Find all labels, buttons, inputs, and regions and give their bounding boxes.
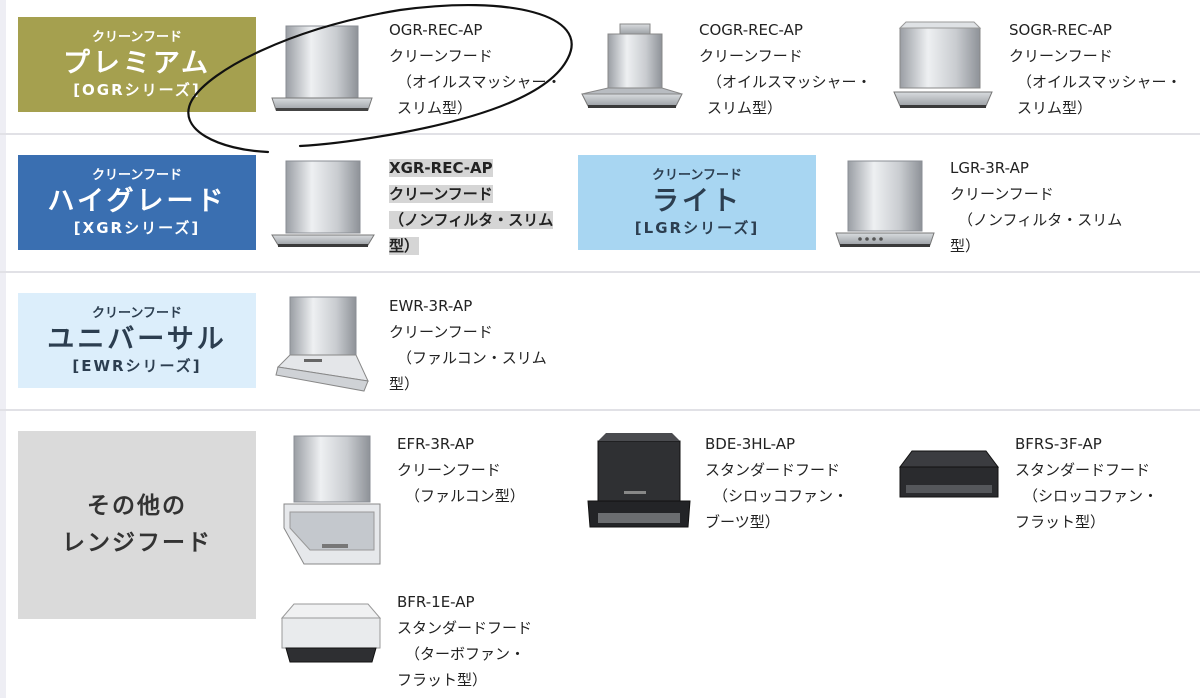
product-desc: （オイルスマッシャー・: [397, 73, 562, 91]
product-desc: （オイルスマッシャー・: [1017, 73, 1182, 91]
product-model: EFR-3R-AP: [397, 435, 475, 453]
series-banner-ewr-universal[interactable]: クリーンフード ユニバーサル [EWRシリーズ]: [18, 293, 256, 388]
product-model: OGR-REC-AP: [389, 21, 483, 39]
range-hood-bfrs-3f-image[interactable]: [894, 445, 1004, 515]
product-bfrs-3f-ap[interactable]: BFRS-3F-AP スタンダードフード （シロッコファン・ フラット型）: [1015, 431, 1158, 535]
series-banner-xgr-highgrade[interactable]: クリーンフード ハイグレード [XGRシリーズ]: [18, 155, 256, 250]
product-model: SOGR-REC-AP: [1009, 21, 1112, 39]
product-type: スタンダードフード: [705, 461, 841, 479]
range-hood-efr-3r-image[interactable]: [276, 432, 386, 567]
product-type: クリーンフード: [1009, 47, 1113, 65]
product-type: クリーンフード: [397, 461, 501, 479]
product-desc: スリム型）: [1017, 99, 1093, 117]
product-cogr-rec-ap[interactable]: COGR-REC-AP クリーンフード （オイルスマッシャー・ スリム型）: [699, 17, 872, 121]
range-hood-xgr-rec-image[interactable]: [268, 155, 378, 255]
product-model: BDE-3HL-AP: [705, 435, 796, 453]
product-sogr-rec-ap[interactable]: SOGR-REC-AP クリーンフード （オイルスマッシャー・ スリム型）: [1009, 17, 1182, 121]
product-efr-3r-ap[interactable]: EFR-3R-AP クリーンフード （ファルコン型）: [397, 431, 525, 509]
series-code: [EWRシリーズ]: [72, 356, 202, 375]
product-model: EWR-3R-AP: [389, 297, 473, 315]
series-category-label: クリーンフード: [92, 168, 182, 184]
series-category-label: クリーンフード: [92, 306, 182, 322]
product-desc: （ファルコン・スリム: [397, 349, 547, 367]
range-hood-bde-3hl-image[interactable]: [584, 431, 694, 531]
series-name: ライト: [652, 185, 742, 217]
series-banner-ogr-premium[interactable]: クリーンフード プレミアム [OGRシリーズ]: [18, 17, 256, 112]
series-code: [XGRシリーズ]: [73, 218, 201, 237]
product-type: スタンダードフード: [1015, 461, 1151, 479]
product-type: クリーンフード: [699, 47, 803, 65]
product-model: COGR-REC-AP: [699, 21, 803, 39]
row-divider: [0, 271, 1200, 273]
product-desc: 型）: [389, 375, 420, 393]
product-type: クリーンフード: [389, 323, 493, 341]
range-hood-ogr-rec-image[interactable]: [268, 18, 378, 118]
series-name-line2: レンジフード: [62, 530, 212, 556]
product-bfr-1e-ap[interactable]: BFR-1E-AP スタンダードフード （ターボファン・ フラット型）: [397, 589, 532, 693]
row-divider: [0, 133, 1200, 135]
product-desc: （ファルコン型）: [405, 487, 525, 505]
product-type: クリーンフード: [389, 185, 493, 203]
series-code: [OGRシリーズ]: [73, 80, 201, 99]
product-type: スタンダードフード: [397, 619, 533, 637]
product-desc: （シロッコファン・: [1023, 487, 1159, 505]
series-banner-other-range-hoods[interactable]: その他の レンジフード: [18, 431, 256, 619]
range-hood-cogr-rec-image[interactable]: [578, 18, 688, 118]
product-type: クリーンフード: [389, 47, 493, 65]
product-xgr-rec-ap[interactable]: XGR-REC-AP クリーンフード （ノンフィルタ・スリム 型）: [389, 155, 554, 259]
series-banner-lgr-light[interactable]: クリーンフード ライト [LGRシリーズ]: [578, 155, 816, 250]
row-divider: [0, 409, 1200, 411]
range-hood-sogr-rec-image[interactable]: [888, 18, 998, 118]
product-desc: 型）: [950, 237, 981, 255]
range-hood-bfr-1e-image[interactable]: [276, 600, 386, 670]
series-category-label: クリーンフード: [92, 30, 182, 46]
left-edge-strip: [0, 0, 6, 698]
series-name: プレミアム: [62, 47, 212, 79]
range-hood-ewr-3r-image[interactable]: [268, 293, 378, 398]
product-ewr-3r-ap[interactable]: EWR-3R-AP クリーンフード （ファルコン・スリム 型）: [389, 293, 547, 397]
product-model: BFRS-3F-AP: [1015, 435, 1102, 453]
product-desc: スリム型）: [707, 99, 783, 117]
product-desc: （ノンフィルタ・スリム: [958, 211, 1123, 229]
product-desc: 型）: [389, 237, 420, 255]
product-lgr-3r-ap[interactable]: LGR-3R-AP クリーンフード （ノンフィルタ・スリム 型）: [950, 155, 1122, 259]
product-desc: スリム型）: [397, 99, 473, 117]
range-hood-lgr-3r-image[interactable]: [830, 155, 940, 255]
product-model: LGR-3R-AP: [950, 159, 1029, 177]
product-desc: フラット型）: [397, 671, 488, 689]
product-desc: （ノンフィルタ・スリム: [389, 211, 554, 229]
series-name-line1: その他の: [87, 492, 187, 519]
product-desc: ブーツ型）: [705, 513, 780, 531]
product-desc: （ターボファン・: [405, 645, 526, 663]
series-code: [LGRシリーズ]: [634, 218, 760, 237]
product-desc: フラット型）: [1015, 513, 1106, 531]
series-name: ハイグレード: [47, 185, 227, 217]
product-bde-3hl-ap[interactable]: BDE-3HL-AP スタンダードフード （シロッコファン・ ブーツ型）: [705, 431, 848, 535]
series-category-label: クリーンフード: [652, 168, 742, 184]
product-ogr-rec-ap[interactable]: OGR-REC-AP クリーンフード （オイルスマッシャー・ スリム型）: [389, 17, 562, 121]
product-desc: （シロッコファン・: [713, 487, 849, 505]
product-desc: （オイルスマッシャー・: [707, 73, 872, 91]
product-model: XGR-REC-AP: [389, 159, 493, 177]
product-type: クリーンフード: [950, 185, 1054, 203]
product-model: BFR-1E-AP: [397, 593, 475, 611]
series-name: ユニバーサル: [47, 323, 227, 355]
